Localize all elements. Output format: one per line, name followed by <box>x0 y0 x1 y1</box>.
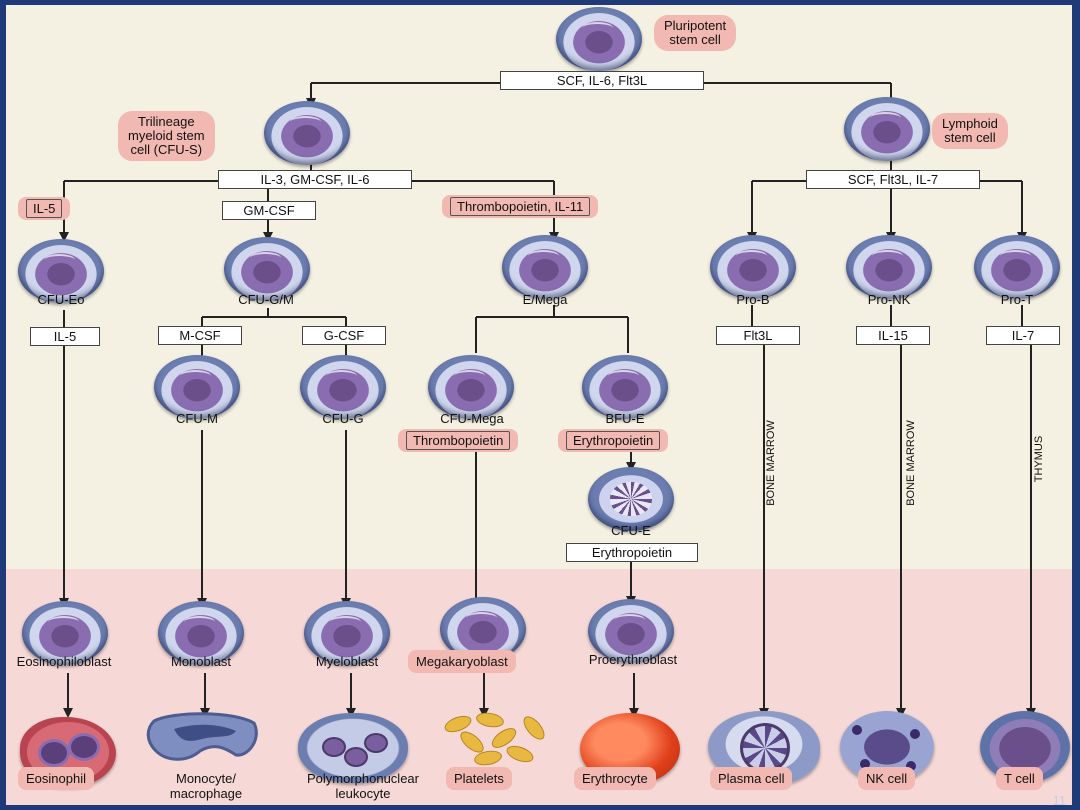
pmn-nucleus-lobe <box>322 737 346 757</box>
factor-il7: IL-7 <box>986 326 1060 345</box>
factor-lymphoid: SCF, Flt3L, IL-7 <box>806 170 980 189</box>
factor-tpo-il11-text: Thrombopoietin, IL-11 <box>450 197 591 216</box>
factor-tpo-il11-pink: Thrombopoietin, IL-11 <box>442 195 599 218</box>
monocyte-cell <box>146 712 258 761</box>
monocyte-label: Monocyte/ macrophage <box>152 771 260 801</box>
trilineage-myeloid-stem-cell <box>264 101 350 165</box>
factor-m-csf: M-CSF <box>158 326 242 345</box>
eosinophil-nucleus <box>68 733 100 761</box>
pmn-nucleus-lobe <box>364 733 388 753</box>
monoblast-cell <box>158 601 244 665</box>
trilineage-label-line3: cell (CFU-S) <box>130 142 203 157</box>
pmn-label-line1: Polymorphonuclear <box>306 771 419 786</box>
erythrocyte-label: Erythrocyte <box>574 767 656 790</box>
plasma-nucleus <box>740 723 790 773</box>
pro-nk-cell <box>846 235 932 299</box>
nk-cell-label: NK cell <box>858 767 916 790</box>
trilineage-label-line2: myeloid stem <box>128 128 205 143</box>
pmn-nucleus-lobe <box>344 747 368 767</box>
nk-granule <box>852 725 862 735</box>
cfu-eo-label: CFU-Eo <box>37 292 85 307</box>
myeloblast-cell <box>304 601 390 665</box>
proerythroblast-cell <box>588 599 674 663</box>
cfu-g-label: CFU-G <box>322 411 364 426</box>
pro-t-label: Pro-T <box>1000 292 1034 307</box>
cfu-eo-cell <box>18 239 104 303</box>
factor-gm-csf: GM-CSF <box>222 201 316 220</box>
polymorphonuclear-leukocyte-cell <box>298 713 408 783</box>
site-bone-marrow-nk: BONE MARROW <box>904 420 917 506</box>
cfu-gm-cell <box>224 237 310 301</box>
pluripotent-label: Pluripotent stem cell <box>654 15 737 51</box>
lymphoid-stem-cell <box>844 97 930 161</box>
lymphoid-label-line1: Lymphoid <box>942 116 998 131</box>
platelets-label: Platelets <box>446 767 512 790</box>
factor-epo-text: Erythropoietin <box>566 431 661 450</box>
site-thymus: THYMUS <box>1033 435 1046 483</box>
trilineage-label-line1: Trilineage <box>137 114 195 129</box>
factor-epo-pink: Erythropoietin <box>558 429 669 452</box>
slide-number: 11 <box>1052 793 1067 808</box>
factor-top: SCF, IL-6, Flt3L <box>500 71 704 90</box>
pluripotent-label-line2: stem cell <box>669 32 721 47</box>
factor-tpo-text: Thrombopoietin <box>406 431 511 450</box>
factor-epo-second: Erythropoietin <box>566 543 698 562</box>
myeloblast-label: Myeloblast <box>315 654 379 669</box>
cfu-e-cell <box>588 467 674 531</box>
nk-granule <box>910 729 920 739</box>
diagram-panel: Pluripotent stem cell SCF, IL-6, Flt3L T… <box>6 5 1072 805</box>
factor-il5-text: IL-5 <box>26 199 63 218</box>
t-cell-label: T cell <box>996 767 1043 790</box>
factor-myeloid: IL-3, GM-CSF, IL-6 <box>218 170 412 189</box>
monocyte-label-line2: macrophage <box>169 786 243 801</box>
cfu-m-label: CFU-M <box>176 411 218 426</box>
eosinophil-nucleus <box>38 739 70 767</box>
e-mega-cell <box>502 235 588 299</box>
monoblast-label: Monoblast <box>171 654 231 669</box>
factor-il5-pink: IL-5 <box>18 197 71 220</box>
cfu-mega-label: CFU-Mega <box>440 411 504 426</box>
nk-granule <box>860 759 870 769</box>
eosinophiloblast-label: Eosinophiloblast <box>16 654 112 669</box>
lymphoid-label-line2: stem cell <box>944 130 996 145</box>
pro-t-cell <box>974 235 1060 299</box>
pro-nk-label: Pro-NK <box>867 292 911 307</box>
site-bone-marrow-b: BONE MARROW <box>764 420 777 506</box>
cfu-gm-label: CFU-G/M <box>238 292 294 307</box>
pmn-label: Polymorphonuclear leukocyte <box>288 771 438 801</box>
nk-granule <box>906 761 916 771</box>
pluripotent-label-line1: Pluripotent <box>664 18 727 33</box>
factor-il15: IL-15 <box>856 326 930 345</box>
cfu-g-cell <box>300 355 386 419</box>
bfu-e-cell <box>582 355 668 419</box>
factor-flt3l: Flt3L <box>716 326 800 345</box>
megakaryoblast-label: Megakaryoblast <box>408 650 516 673</box>
pro-b-cell <box>710 235 796 299</box>
trilineage-label: Trilineage myeloid stem cell (CFU-S) <box>118 111 215 161</box>
factor-il5: IL-5 <box>30 327 100 346</box>
eosinophiloblast-cell <box>22 601 108 665</box>
cfu-e-label: CFU-E <box>611 523 651 538</box>
cfu-mega-cell <box>428 355 514 419</box>
pmn-label-line2: leukocyte <box>335 786 391 801</box>
lymphoid-label: Lymphoid stem cell <box>932 113 1008 149</box>
pro-b-label: Pro-B <box>736 292 770 307</box>
cfu-m-cell <box>154 355 240 419</box>
pluripotent-stem-cell <box>556 7 642 71</box>
factor-tpo-pink: Thrombopoietin <box>398 429 519 452</box>
proerythroblast-label: Proerythroblast <box>588 652 678 667</box>
monocyte-label-line1: Monocyte/ <box>176 771 236 786</box>
factor-g-csf: G-CSF <box>302 326 386 345</box>
eosinophil-label: Eosinophil <box>18 767 94 790</box>
bfu-e-label: BFU-E <box>605 411 645 426</box>
e-mega-label: E/Mega <box>522 292 568 307</box>
plasma-cell-label: Plasma cell <box>710 767 793 790</box>
